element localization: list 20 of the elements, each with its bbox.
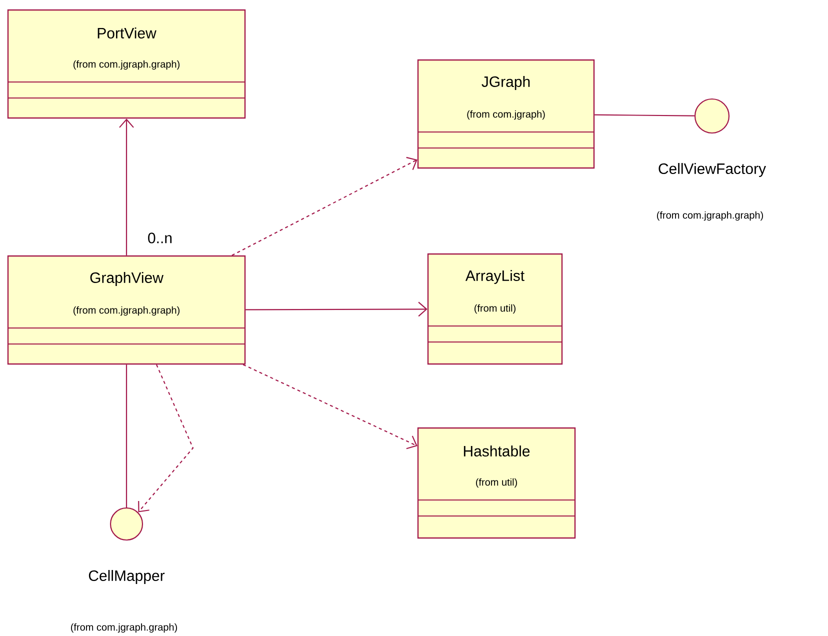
arrow bbox=[119, 118, 134, 256]
interface-name: CellViewFactory bbox=[658, 163, 766, 177]
class-name: Hashtable bbox=[464, 445, 530, 456]
arrow bbox=[138, 364, 194, 512]
multiplicity-label: 0..n bbox=[146, 232, 174, 244]
package-note: (from com.jgraph) bbox=[467, 110, 545, 120]
package-note: (from com.jgraph.graph) bbox=[74, 306, 180, 316]
package-note: (from com.jgraph.graph) bbox=[657, 211, 763, 221]
interface-name: CellMapper bbox=[88, 570, 165, 584]
class-name: ArrayList bbox=[465, 270, 524, 284]
package-note: (from util) bbox=[476, 478, 517, 488]
arrow bbox=[232, 156, 418, 256]
package-note: (from com.jgraph.graph) bbox=[74, 60, 180, 70]
class-name: PortView bbox=[98, 28, 156, 38]
arrow bbox=[246, 302, 428, 317]
class-name: JGraph bbox=[482, 76, 530, 90]
package-note: (from com.jgraph.graph) bbox=[71, 623, 177, 633]
class-name: GraphView bbox=[90, 272, 164, 286]
arrow bbox=[242, 364, 418, 450]
package-note: (from util) bbox=[474, 304, 516, 314]
